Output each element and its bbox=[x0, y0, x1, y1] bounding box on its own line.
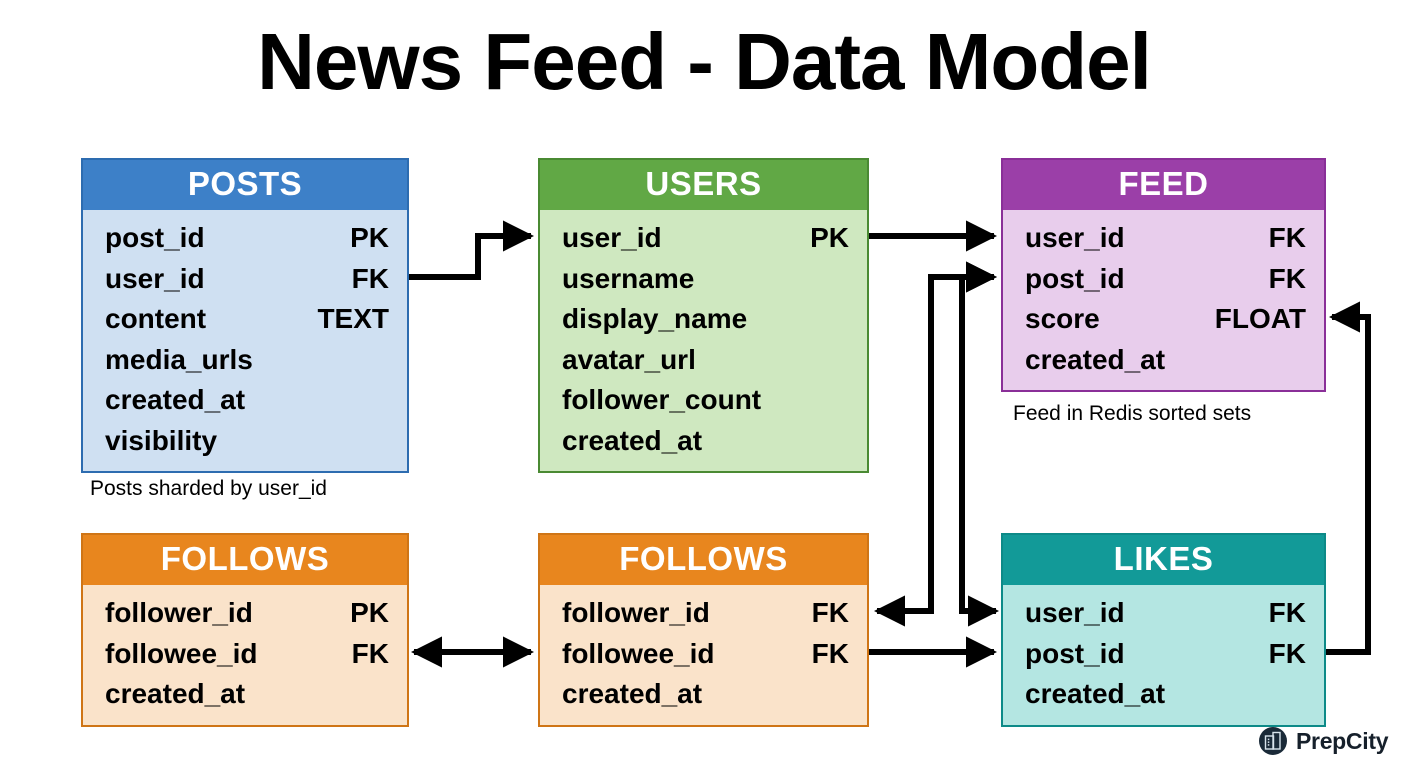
field-row: created_at bbox=[1025, 674, 1306, 715]
field-name: content bbox=[105, 303, 207, 334]
field-row: follower_id FK bbox=[562, 593, 849, 634]
field-row: post_id FK bbox=[1025, 259, 1306, 300]
field-name: created_at bbox=[1025, 343, 1166, 375]
field-key: TEXT bbox=[317, 303, 389, 334]
prepcity-logo-text: PrepCity bbox=[1296, 727, 1389, 754]
connector-likes-to-feed bbox=[959, 261, 1000, 627]
entity-feed-header: FEED bbox=[1003, 160, 1324, 210]
entity-follows-right-title: FOLLOWS bbox=[619, 540, 788, 577]
field-name: avatar_url bbox=[562, 343, 696, 375]
field-key: FK bbox=[1268, 222, 1306, 253]
field-key: FK bbox=[811, 637, 849, 669]
field-row: created_at bbox=[105, 380, 389, 421]
field-name: post_id bbox=[105, 222, 205, 253]
field-row: created_at bbox=[105, 674, 389, 715]
field-name: display_name bbox=[562, 303, 748, 334]
field-row: user_id FK bbox=[1025, 593, 1306, 634]
field-name: follower_id bbox=[562, 597, 710, 628]
field-row: user_id FK bbox=[105, 259, 389, 300]
field-key: FK bbox=[1268, 262, 1306, 294]
posts-caption: Posts sharded by user_id bbox=[90, 477, 327, 500]
field-key: FLOAT bbox=[1214, 303, 1306, 334]
entity-follows-right[interactable]: FOLLOWS follower_id FK followee_id FK cr… bbox=[538, 533, 869, 727]
field-name: score bbox=[1025, 303, 1100, 334]
field-row: follower_id PK bbox=[105, 593, 389, 634]
field-row: score FLOAT bbox=[1025, 299, 1306, 340]
entity-follows-right-fields: follower_id FK followee_id FK created_at bbox=[540, 585, 867, 725]
entity-posts-fields: post_id PK user_id FK content TEXT media… bbox=[83, 210, 407, 471]
field-row: user_id FK bbox=[1025, 218, 1306, 259]
field-name: visibility bbox=[105, 424, 218, 456]
entity-posts-title: POSTS bbox=[187, 165, 303, 202]
connector-likes-to-feed-score bbox=[1326, 301, 1371, 655]
field-name: follower_id bbox=[105, 597, 253, 628]
entity-feed-title: FEED bbox=[1118, 165, 1209, 202]
entity-follows-left[interactable]: FOLLOWS follower_id PK followee_id FK cr… bbox=[81, 533, 409, 727]
field-key: PK bbox=[350, 222, 389, 253]
field-name: media_urls bbox=[105, 343, 253, 375]
entity-users-title: USERS bbox=[645, 165, 762, 202]
field-name: created_at bbox=[562, 678, 703, 709]
field-name: user_id bbox=[1025, 597, 1125, 628]
field-row: content TEXT bbox=[105, 299, 389, 340]
entity-users[interactable]: USERS user_id PK username display_name a… bbox=[538, 158, 869, 473]
connector-posts-to-users bbox=[409, 220, 535, 280]
feed-caption: Feed in Redis sorted sets bbox=[1013, 402, 1252, 425]
field-row: followee_id FK bbox=[105, 634, 389, 675]
field-name: followee_id bbox=[562, 637, 715, 669]
field-name: user_id bbox=[562, 222, 662, 253]
field-row: created_at bbox=[1025, 340, 1306, 381]
field-key: PK bbox=[350, 597, 389, 628]
entity-likes-header: LIKES bbox=[1003, 535, 1324, 585]
entity-likes[interactable]: LIKES user_id FK post_id FK created_at bbox=[1001, 533, 1326, 727]
field-key: FK bbox=[811, 597, 849, 628]
field-name: follower_count bbox=[562, 384, 762, 415]
entity-users-header: USERS bbox=[540, 160, 867, 210]
field-row: visibility bbox=[105, 421, 389, 462]
field-key: FK bbox=[1268, 597, 1306, 628]
field-row: media_urls bbox=[105, 340, 389, 381]
field-name: followee_id bbox=[105, 637, 258, 669]
field-key: FK bbox=[351, 262, 389, 294]
field-name: user_id bbox=[1025, 222, 1125, 253]
field-row: user_id PK bbox=[562, 218, 849, 259]
field-name: post_id bbox=[1025, 262, 1125, 294]
field-row: created_at bbox=[562, 421, 849, 462]
field-row: username bbox=[562, 259, 849, 300]
connector-followsright-to-feed bbox=[873, 261, 998, 627]
field-name: user_id bbox=[105, 262, 205, 294]
entity-feed-fields: user_id FK post_id FK score FLOAT create… bbox=[1003, 210, 1324, 390]
field-name: created_at bbox=[1025, 678, 1166, 709]
entity-likes-fields: user_id FK post_id FK created_at bbox=[1003, 585, 1324, 725]
page-title: News Feed - Data Model bbox=[257, 17, 1152, 106]
field-name: created_at bbox=[105, 384, 246, 415]
prepcity-buildings-icon bbox=[1259, 727, 1287, 755]
field-row: followee_id FK bbox=[562, 634, 849, 675]
entity-follows-left-header: FOLLOWS bbox=[83, 535, 407, 585]
prepcity-logo: PrepCity bbox=[1258, 726, 1388, 756]
field-row: post_id PK bbox=[105, 218, 389, 259]
entity-posts[interactable]: POSTS post_id PK user_id FK content TEXT… bbox=[81, 158, 409, 473]
field-row: display_name bbox=[562, 299, 849, 340]
entity-feed[interactable]: FEED user_id FK post_id FK score FLOAT c… bbox=[1001, 158, 1326, 392]
field-key: FK bbox=[1268, 637, 1306, 669]
entity-follows-left-fields: follower_id PK followee_id FK created_at bbox=[83, 585, 407, 725]
field-row: created_at bbox=[562, 674, 849, 715]
field-row: post_id FK bbox=[1025, 634, 1306, 675]
field-name: post_id bbox=[1025, 637, 1125, 669]
field-name: created_at bbox=[105, 678, 246, 709]
entity-users-fields: user_id PK username display_name avatar_… bbox=[540, 210, 867, 471]
entity-follows-left-title: FOLLOWS bbox=[160, 540, 330, 577]
entity-likes-title: LIKES bbox=[1113, 540, 1214, 577]
field-row: avatar_url bbox=[562, 340, 849, 381]
field-key: PK bbox=[810, 222, 849, 253]
field-name: created_at bbox=[562, 424, 703, 456]
field-row: follower_count bbox=[562, 380, 849, 421]
field-name: username bbox=[562, 262, 695, 294]
entity-posts-header: POSTS bbox=[83, 160, 407, 210]
entity-follows-right-header: FOLLOWS bbox=[540, 535, 867, 585]
field-key: FK bbox=[351, 637, 389, 669]
